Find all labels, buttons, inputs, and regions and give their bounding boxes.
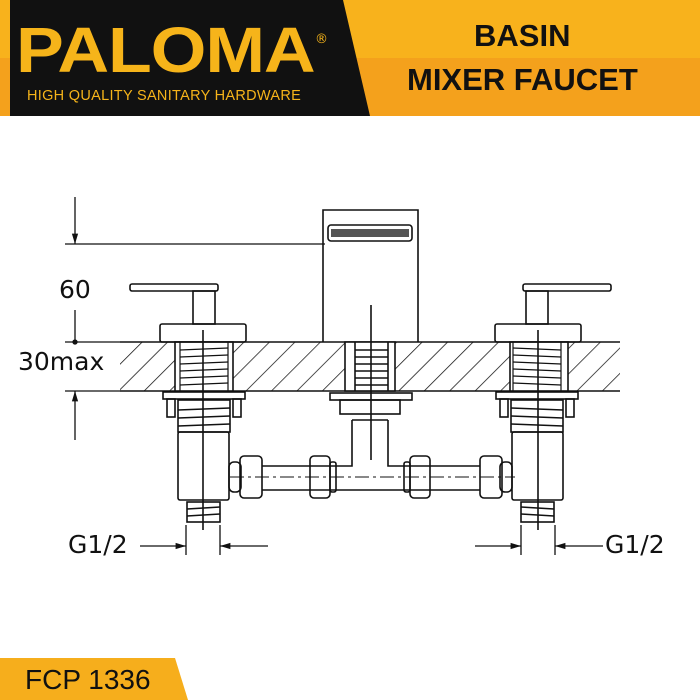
brand-tagline: HIGH QUALITY SANITARY HARDWARE xyxy=(27,88,302,104)
height-dimension-label: 60 xyxy=(59,275,91,304)
left-valve xyxy=(129,283,247,530)
brand-logo: PALOMA xyxy=(16,14,316,86)
left-inlet-label: G1/2 xyxy=(68,530,128,559)
product-title-line1: BASIN xyxy=(474,18,571,53)
logo-panel xyxy=(10,0,370,116)
deck-thickness-label: 30max xyxy=(18,347,105,376)
right-valve xyxy=(494,283,612,531)
model-code-banner xyxy=(0,658,188,700)
right-inlet-label: G1/2 xyxy=(605,530,665,559)
header-banner: PALOMA ® HIGH QUALITY SANITARY HARDWARE … xyxy=(0,0,700,116)
connecting-pipes xyxy=(228,455,515,499)
product-title-line2: MIXER FAUCET xyxy=(407,62,638,97)
registered-mark: ® xyxy=(315,32,328,47)
model-code: FCP 1336 xyxy=(25,664,151,695)
dimension-lines xyxy=(65,197,603,555)
spout xyxy=(262,209,480,491)
